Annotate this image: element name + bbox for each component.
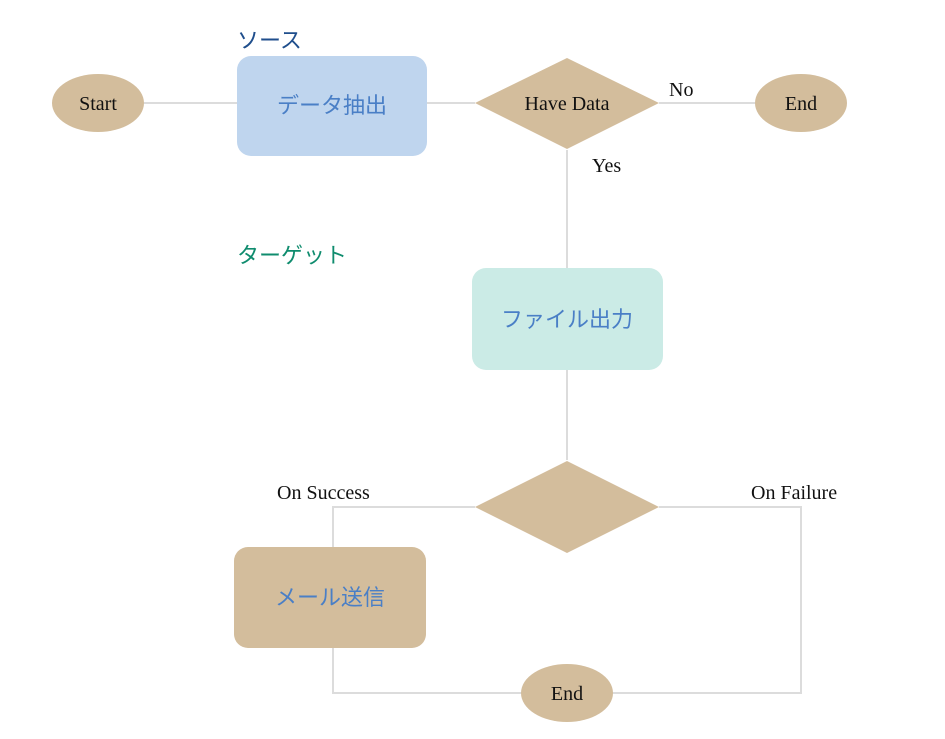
end-node-no-shape — [755, 74, 847, 132]
start-node-shape — [52, 74, 144, 132]
send-mail-node-shape — [234, 547, 426, 648]
extract-node-label: データ抽出 — [277, 94, 387, 119]
have-data-decision-label: Have Data — [525, 93, 610, 115]
end-node-final-label: End — [551, 683, 583, 705]
connector-mail-end — [332, 648, 522, 694]
start-node-label: Start — [79, 93, 117, 115]
extract-node-shape — [237, 56, 427, 156]
section-label-source: ソース — [237, 29, 302, 54]
end-node-no[interactable]: End — [755, 74, 847, 132]
edge-label-on-failure: On Failure — [751, 482, 837, 504]
edge-label-no: No — [669, 79, 693, 101]
end-node-final[interactable]: End — [521, 664, 613, 722]
edge-label-on-success: On Success — [277, 482, 370, 504]
end-node-no-label: End — [785, 93, 817, 115]
file-output-node-shape — [472, 268, 663, 370]
edge-label-yes: Yes — [592, 155, 621, 177]
connectors — [144, 102, 802, 694]
start-node[interactable]: Start — [52, 74, 144, 132]
file-output-node-label: ファイル出力 — [501, 308, 633, 333]
send-mail-node-label: メール送信 — [275, 586, 385, 611]
have-data-decision-shape — [475, 58, 659, 149]
result-decision-shape — [475, 461, 659, 553]
extract-node[interactable]: データ抽出 — [237, 56, 427, 156]
have-data-decision[interactable]: Have Data — [475, 58, 659, 149]
result-decision[interactable] — [475, 461, 659, 553]
send-mail-node[interactable]: メール送信 — [234, 547, 426, 648]
end-node-final-shape — [521, 664, 613, 722]
connector-failure-branch — [612, 506, 802, 694]
section-label-target: ターゲット — [237, 244, 347, 269]
file-output-node[interactable]: ファイル出力 — [472, 268, 663, 370]
connector-success-branch — [332, 506, 475, 547]
